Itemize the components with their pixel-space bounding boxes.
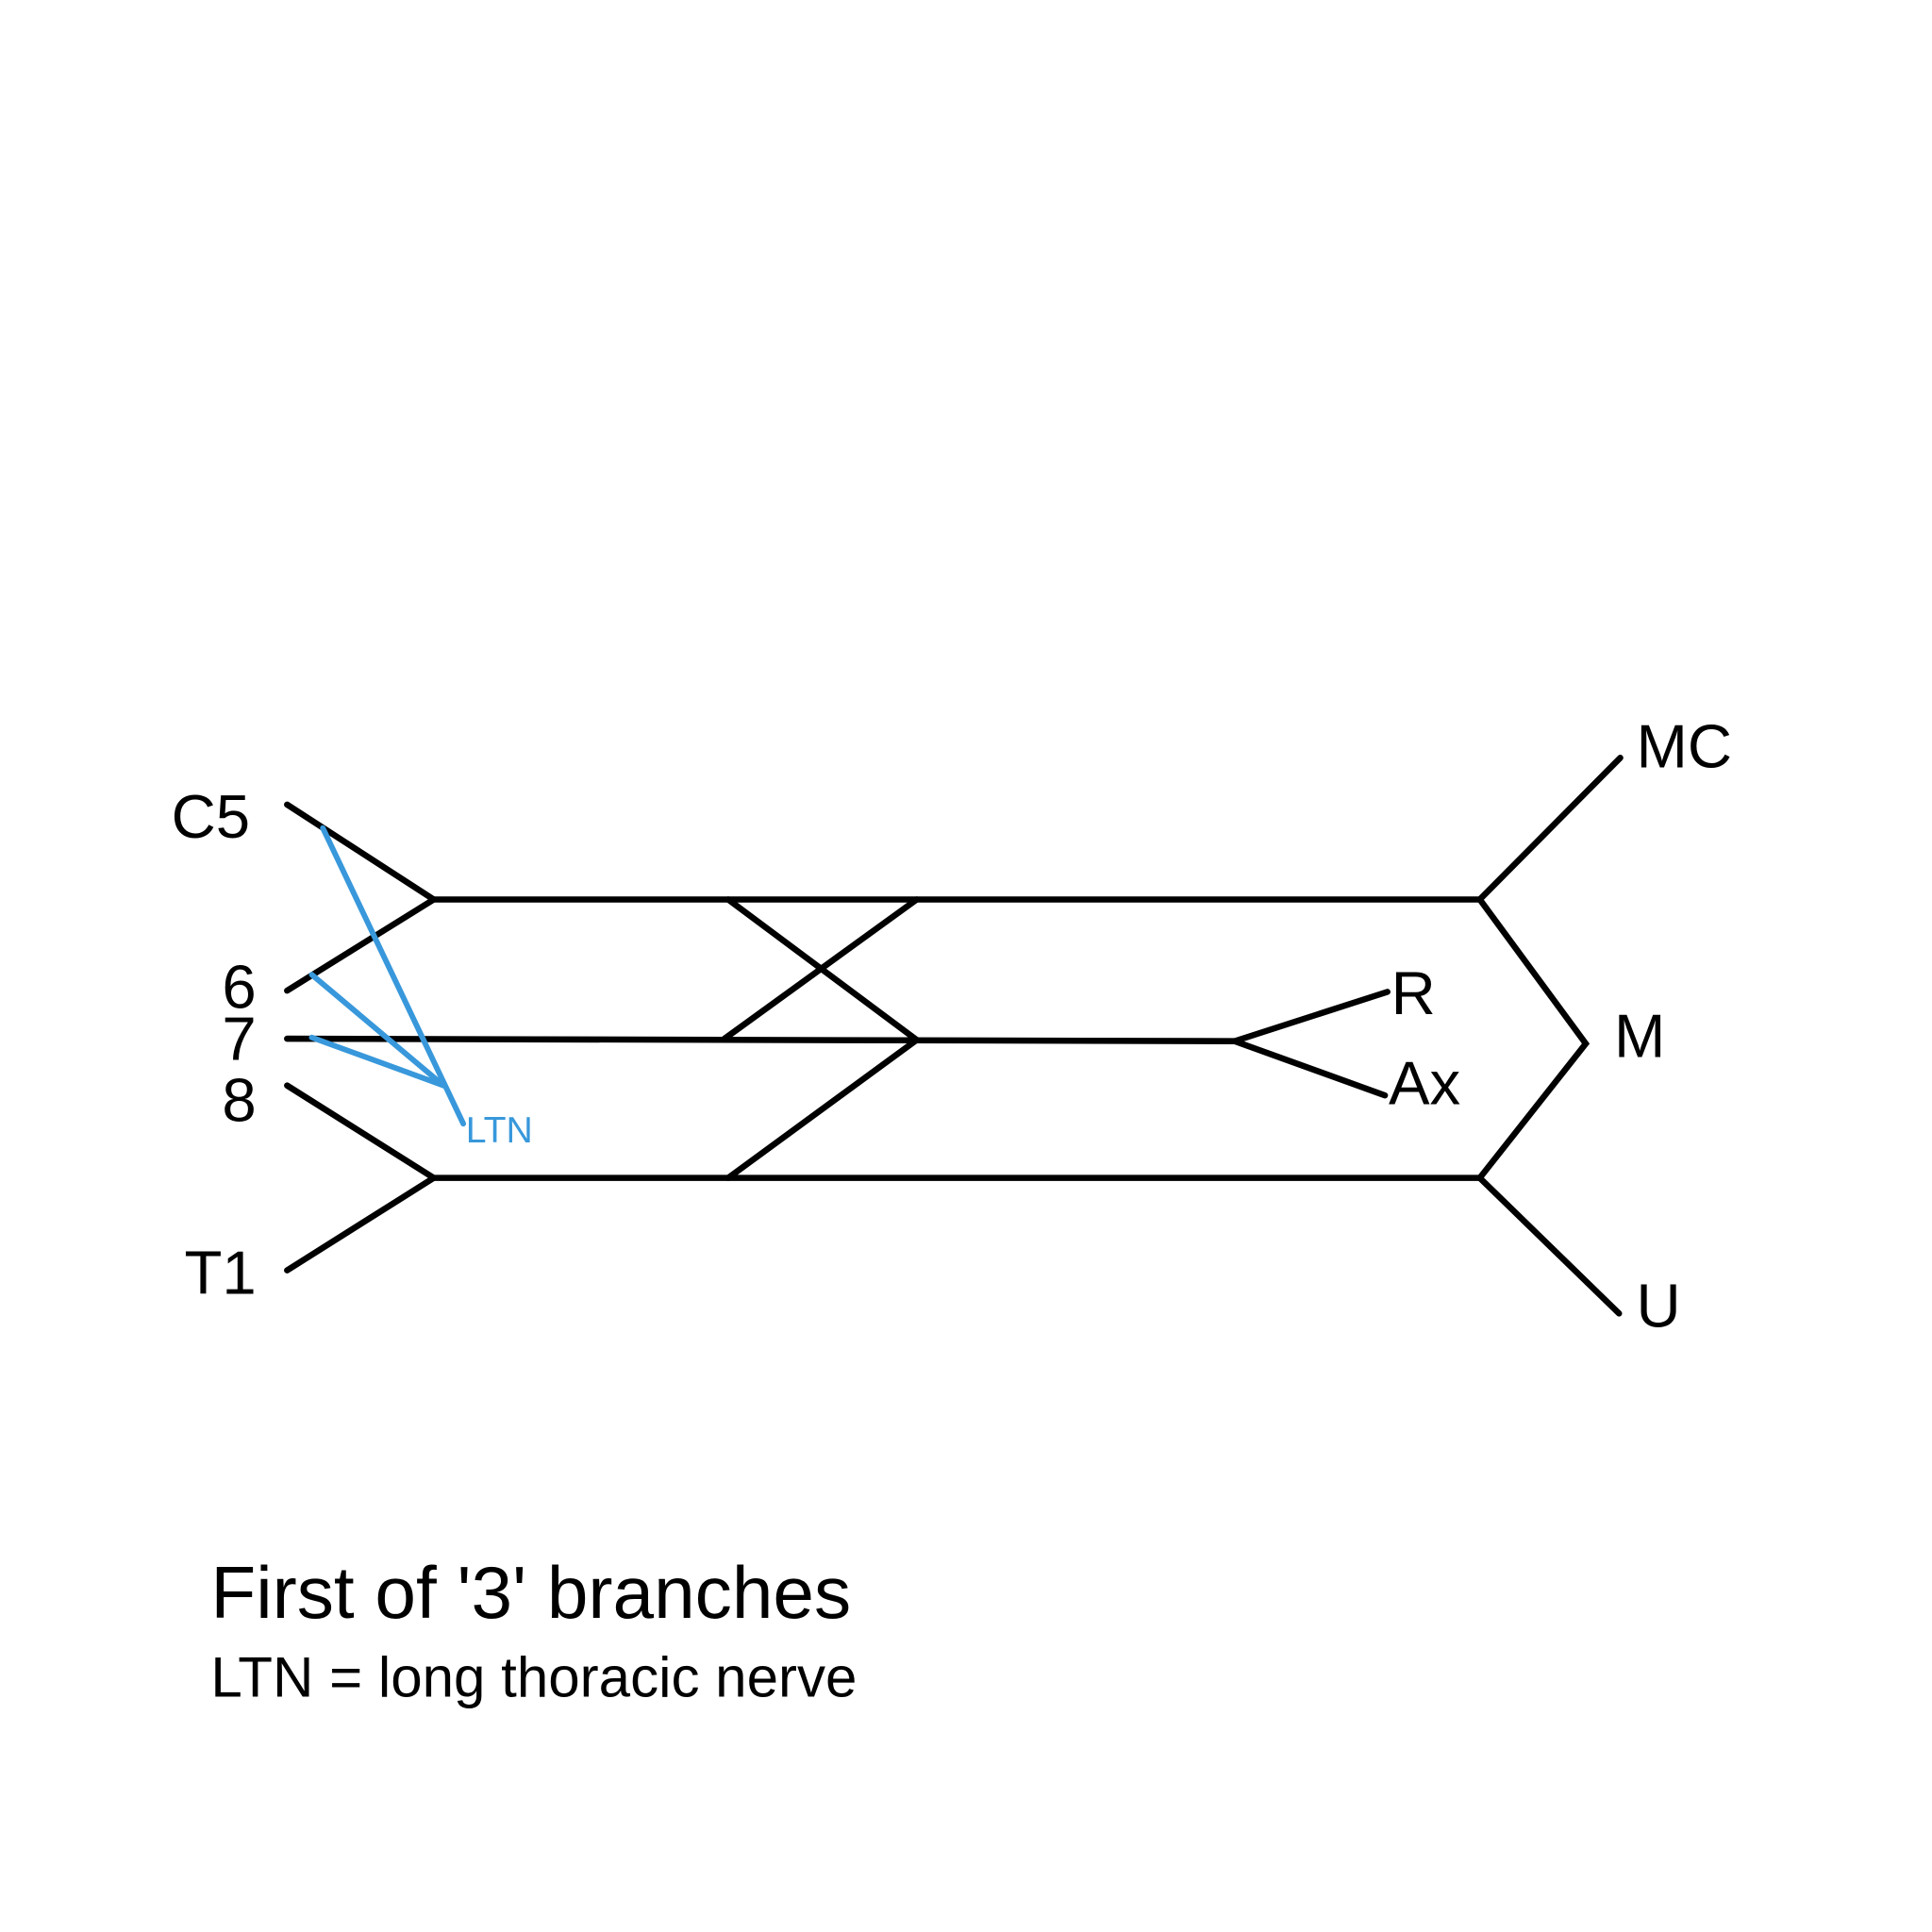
plexus-lines: [284, 754, 1624, 1317]
nerve-label-m: M: [1614, 1002, 1665, 1071]
musculocutaneous-line: [1476, 754, 1624, 903]
root-c5-line: [284, 801, 438, 903]
nerve-label-ax: Ax: [1389, 1048, 1460, 1117]
diagram-legend: LTN = long thoracic nerve: [210, 1646, 857, 1709]
ltn-lines: [308, 824, 467, 1127]
radial-branch-line: [1231, 989, 1391, 1044]
division-cross-line-3: [724, 1037, 921, 1181]
root-label-c7: 7: [222, 1004, 256, 1073]
diagram-title: First of '3' branches: [210, 1551, 851, 1634]
ulnar-line: [1476, 1174, 1623, 1317]
root-c8-line: [284, 1082, 438, 1181]
ltn-label: LTN: [466, 1110, 533, 1151]
root-label-c8: 8: [222, 1066, 256, 1135]
ltn-c7-root-line: [308, 1034, 447, 1089]
root-label-t1: T1: [184, 1238, 256, 1307]
ltn-c5-root-line: [320, 824, 467, 1127]
root-t1-line: [284, 1174, 438, 1274]
root-label-c5: C5: [172, 782, 250, 851]
nerve-label-u: U: [1637, 1272, 1681, 1341]
root-label-c6: 6: [222, 952, 256, 1021]
median-nerve-line: [1476, 896, 1591, 1181]
nerve-label-r: R: [1391, 958, 1436, 1027]
nerve-label-mc: MC: [1637, 712, 1733, 781]
ltn-c6-root-line: [308, 972, 447, 1089]
axillary-branch-line: [1231, 1038, 1389, 1099]
division-cross-line-2: [721, 896, 921, 1042]
root-c7-line: [284, 1035, 1238, 1044]
